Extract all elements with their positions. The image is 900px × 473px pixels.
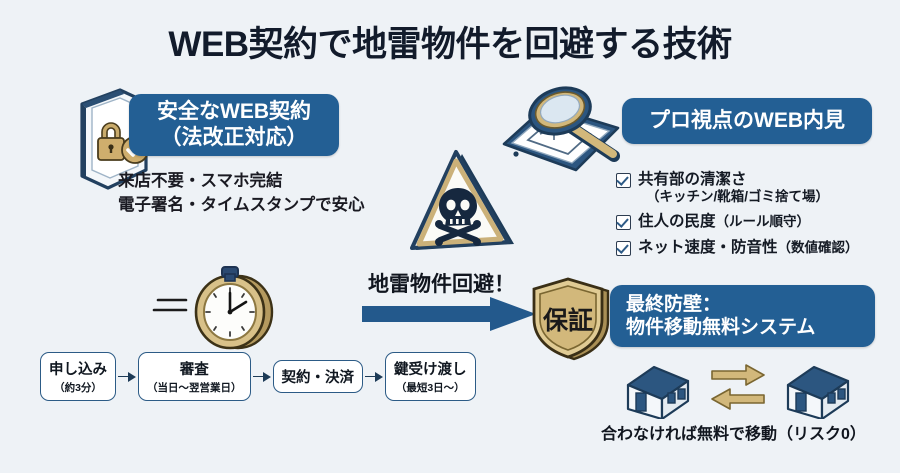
checklist-item-label: 住人の民度 — [638, 213, 716, 231]
flow-step-label: 契約・決済 — [281, 370, 355, 386]
web-viewing-card[interactable]: プロ視点のWEB内見 — [622, 98, 872, 144]
flow-step-label: 鍵受け渡し — [394, 362, 467, 378]
skull-warning-triangle-icon — [406, 148, 526, 265]
flow-step[interactable]: 審査 （当日〜翌営業日） — [138, 352, 251, 401]
check-icon — [616, 173, 631, 188]
secure-contract-heading-line1: 安全なWEB契約 — [157, 100, 311, 124]
page-title: WEB契約で地雷物件を回避する技術 — [168, 25, 732, 64]
guarantee-caption: 合わなければ無料で移動（リスク0） — [601, 426, 866, 443]
shield-guarantee-icon: 保証 — [530, 277, 614, 368]
web-viewing-heading: プロ視点のWEB内見 — [649, 109, 845, 133]
stopwatch-speed-icon — [152, 266, 284, 357]
flow-step-sublabel: （約3分） — [54, 382, 102, 394]
check-icon — [616, 240, 631, 256]
checklist-item-detail: （ルール順守） — [715, 214, 811, 230]
checklist-item-label: ネット速度・防音性 — [638, 238, 778, 256]
checklist-item[interactable]: 共有部の清潔さ （キッチン/靴箱/ゴミ捨て場） — [616, 170, 896, 206]
checklist-item[interactable]: ネット速度・防音性（数値確認） — [616, 238, 896, 257]
flow-arrow-icon — [363, 370, 385, 384]
avoid-hazard-label: 地雷物件回避！ — [368, 273, 515, 296]
process-flow: 申し込み （約3分） 審査 （当日〜翌営業日） 契約・決済 鍵受け渡し （最短3… — [40, 352, 476, 401]
flow-step-label: 申し込み — [49, 362, 107, 378]
flow-step-sublabel: （最短3日〜） — [395, 382, 465, 394]
tablet-floorplan-magnifier-icon — [494, 82, 634, 183]
flow-arrow-icon — [116, 370, 138, 384]
secure-contract-sub-line2: 電子署名・タイムスタンプで安心 — [118, 195, 365, 214]
check-icon — [616, 215, 631, 231]
guarantee-heading-line2: 物件移動無料システム — [626, 317, 816, 338]
checklist-item-label: 共有部の清潔さ — [638, 171, 747, 188]
checklist-item-detail: （キッチン/靴箱/ゴミ捨て場） — [646, 189, 830, 205]
secure-contract-card[interactable]: 安全なWEB契約 （法改正対応） — [129, 94, 339, 156]
flow-step-label: 審査 — [179, 362, 209, 378]
secure-contract-heading-line2: （法改正対応） — [160, 126, 308, 149]
right-arrow-icon — [362, 296, 537, 332]
checklist-item-detail: （数値確認） — [777, 239, 859, 255]
two-houses-swap-icon — [620, 355, 870, 424]
flow-step-sublabel: （当日〜翌営業日） — [147, 382, 242, 394]
guarantee-card[interactable]: 最終防壁： 物件移動無料システム — [610, 285, 875, 347]
checklist-item[interactable]: 住人の民度（ルール順守） — [616, 212, 896, 231]
guarantee-heading-line1: 最終防壁： — [626, 293, 722, 315]
secure-contract-sub-line1: 来店不要・スマホ完結 — [118, 172, 283, 190]
secure-contract-subtext: 来店不要・スマホ完結 電子署名・タイムスタンプで安心 — [118, 170, 365, 218]
web-viewing-checklist: 共有部の清潔さ （キッチン/靴箱/ゴミ捨て場） 住人の民度（ルール順守） ネット… — [616, 170, 896, 263]
flow-step[interactable]: 契約・決済 — [272, 360, 363, 393]
flow-arrow-icon — [251, 370, 273, 384]
shield-badge-text: 保証 — [542, 306, 593, 335]
flow-step[interactable]: 申し込み （約3分） — [40, 352, 116, 401]
flow-step[interactable]: 鍵受け渡し （最短3日〜） — [385, 352, 476, 401]
